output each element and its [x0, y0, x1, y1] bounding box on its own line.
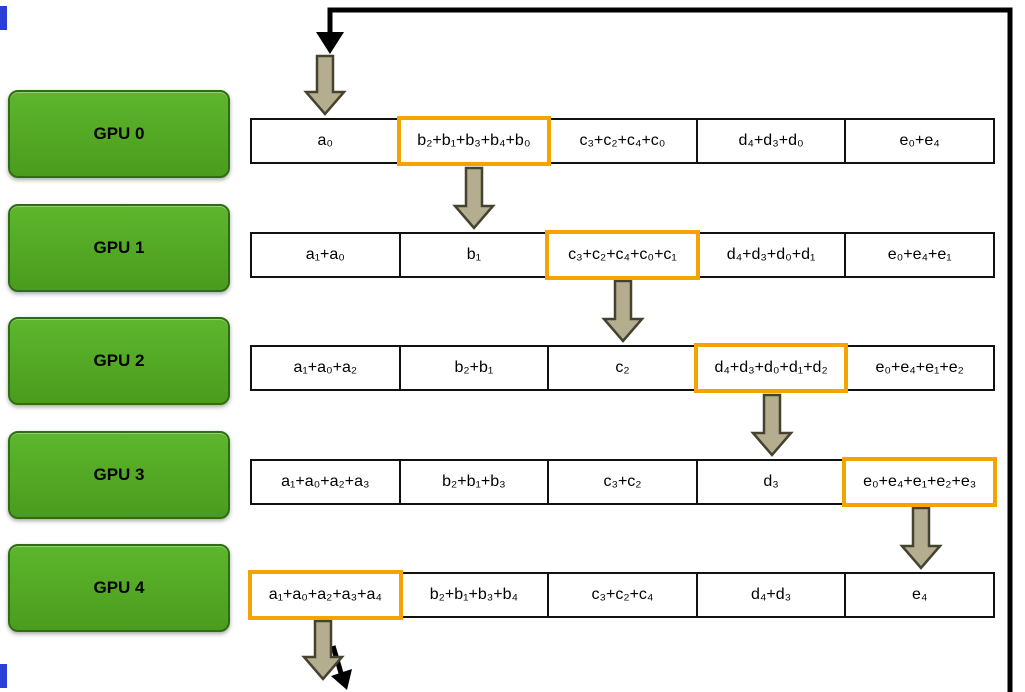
gpu1-row: a₁+a₀ b₁ c₃+c₂+c₄+c₀+c₁ d₄+d₃+d₀+d₁ e₀+e…: [250, 230, 995, 280]
ring-arrowhead-top-icon: [316, 32, 344, 54]
cell-gpu0-c: c₃+c₂+c₄+c₀: [547, 120, 696, 162]
cell-gpu2-e: e₀+e₄+e₁+e₂: [844, 347, 993, 389]
cell-gpu1-b: b₁: [398, 234, 548, 276]
cell-gpu4-e: e₄: [844, 574, 993, 616]
cell-gpu3-d: d₃: [695, 461, 845, 503]
cell-gpu0-d: d₄+d₃+d₀: [695, 120, 845, 162]
cell-gpu3-a: a₁+a₀+a₂+a₃: [281, 473, 370, 490]
gpu1-box: GPU 1: [8, 204, 230, 292]
gpu0-label: GPU 0: [93, 124, 145, 143]
gpu3-label: GPU 3: [93, 465, 145, 484]
cell-gpu2-d-highlighted: d₄+d₃+d₀+d₁+d₂: [693, 343, 848, 393]
transfer-arrow-into-gpu0-icon: [303, 54, 347, 116]
cell-gpu2-a: a₁+a₀+a₂: [293, 359, 358, 376]
cell-gpu4-b: b₂+b₁+b₃+b₄: [398, 574, 548, 616]
gpu4-box: GPU 4: [8, 544, 230, 632]
cell-gpu3-e-highlighted: e₀+e₄+e₁+e₂+e₃: [842, 457, 997, 507]
transfer-arrow-gpu2-gpu3-icon: [750, 393, 794, 457]
gpu2-box: GPU 2: [8, 317, 230, 405]
gpu1-label: GPU 1: [93, 238, 145, 257]
ring-exit-line: [330, 645, 344, 674]
screen-artifact-bottom-left: [0, 664, 7, 688]
cell-gpu2-b: b₂+b₁: [398, 347, 548, 389]
cell-gpu1-a: a₁+a₀: [305, 246, 345, 263]
gpu2-row: a₁+a₀+a₂ b₂+b₁ c₂ d₄+d₃+d₀+d₁+d₂ e₀+e₄+e…: [250, 343, 995, 393]
cell-gpu0-b-highlighted: b₂+b₁+b₃+b₄+b₀: [396, 116, 551, 166]
cell-gpu1-c-highlighted: c₃+c₂+c₄+c₀+c₁: [545, 230, 700, 280]
cell-gpu3-c: c₃+c₂: [547, 461, 696, 503]
transfer-arrow-gpu1-gpu2-icon: [601, 279, 645, 343]
gpu3-box: GPU 3: [8, 431, 230, 519]
cell-gpu4-c: c₃+c₂+c₄: [547, 574, 696, 616]
cell-gpu4-a-highlighted: a₁+a₀+a₂+a₃+a₄: [248, 570, 403, 620]
cell-gpu0-a: a₀: [317, 132, 334, 149]
cell-gpu1-d: d₄+d₃+d₀+d₁: [695, 234, 845, 276]
cell-gpu0-e: e₀+e₄: [844, 120, 993, 162]
gpu0-box: GPU 0: [8, 90, 230, 178]
gpu2-label: GPU 2: [93, 351, 145, 370]
transfer-arrow-gpu4-exit-icon: [301, 619, 345, 681]
gpu3-row: a₁+a₀+a₂+a₃ b₂+b₁+b₃ c₃+c₂ d₃ e₀+e₄+e₁+e…: [250, 457, 997, 507]
cell-gpu4-d: d₄+d₃: [695, 574, 845, 616]
transfer-arrow-gpu3-gpu4-icon: [899, 506, 943, 570]
ring-arrowhead-bottom-icon: [331, 669, 352, 690]
gpu4-label: GPU 4: [93, 578, 145, 597]
screen-artifact-top-left: [0, 6, 7, 30]
cell-gpu1-e: e₀+e₄+e₁: [844, 234, 993, 276]
transfer-arrow-gpu0-gpu1-icon: [452, 166, 496, 230]
gpu0-row: a₀ b₂+b₁+b₃+b₄+b₀ c₃+c₂+c₄+c₀ d₄+d₃+d₀ e…: [250, 116, 995, 166]
cell-gpu2-c: c₂: [547, 347, 696, 389]
cell-gpu3-b: b₂+b₁+b₃: [398, 461, 548, 503]
gpu4-row: a₁+a₀+a₂+a₃+a₄ b₂+b₁+b₃+b₄ c₃+c₂+c₄ d₄+d…: [248, 570, 995, 620]
